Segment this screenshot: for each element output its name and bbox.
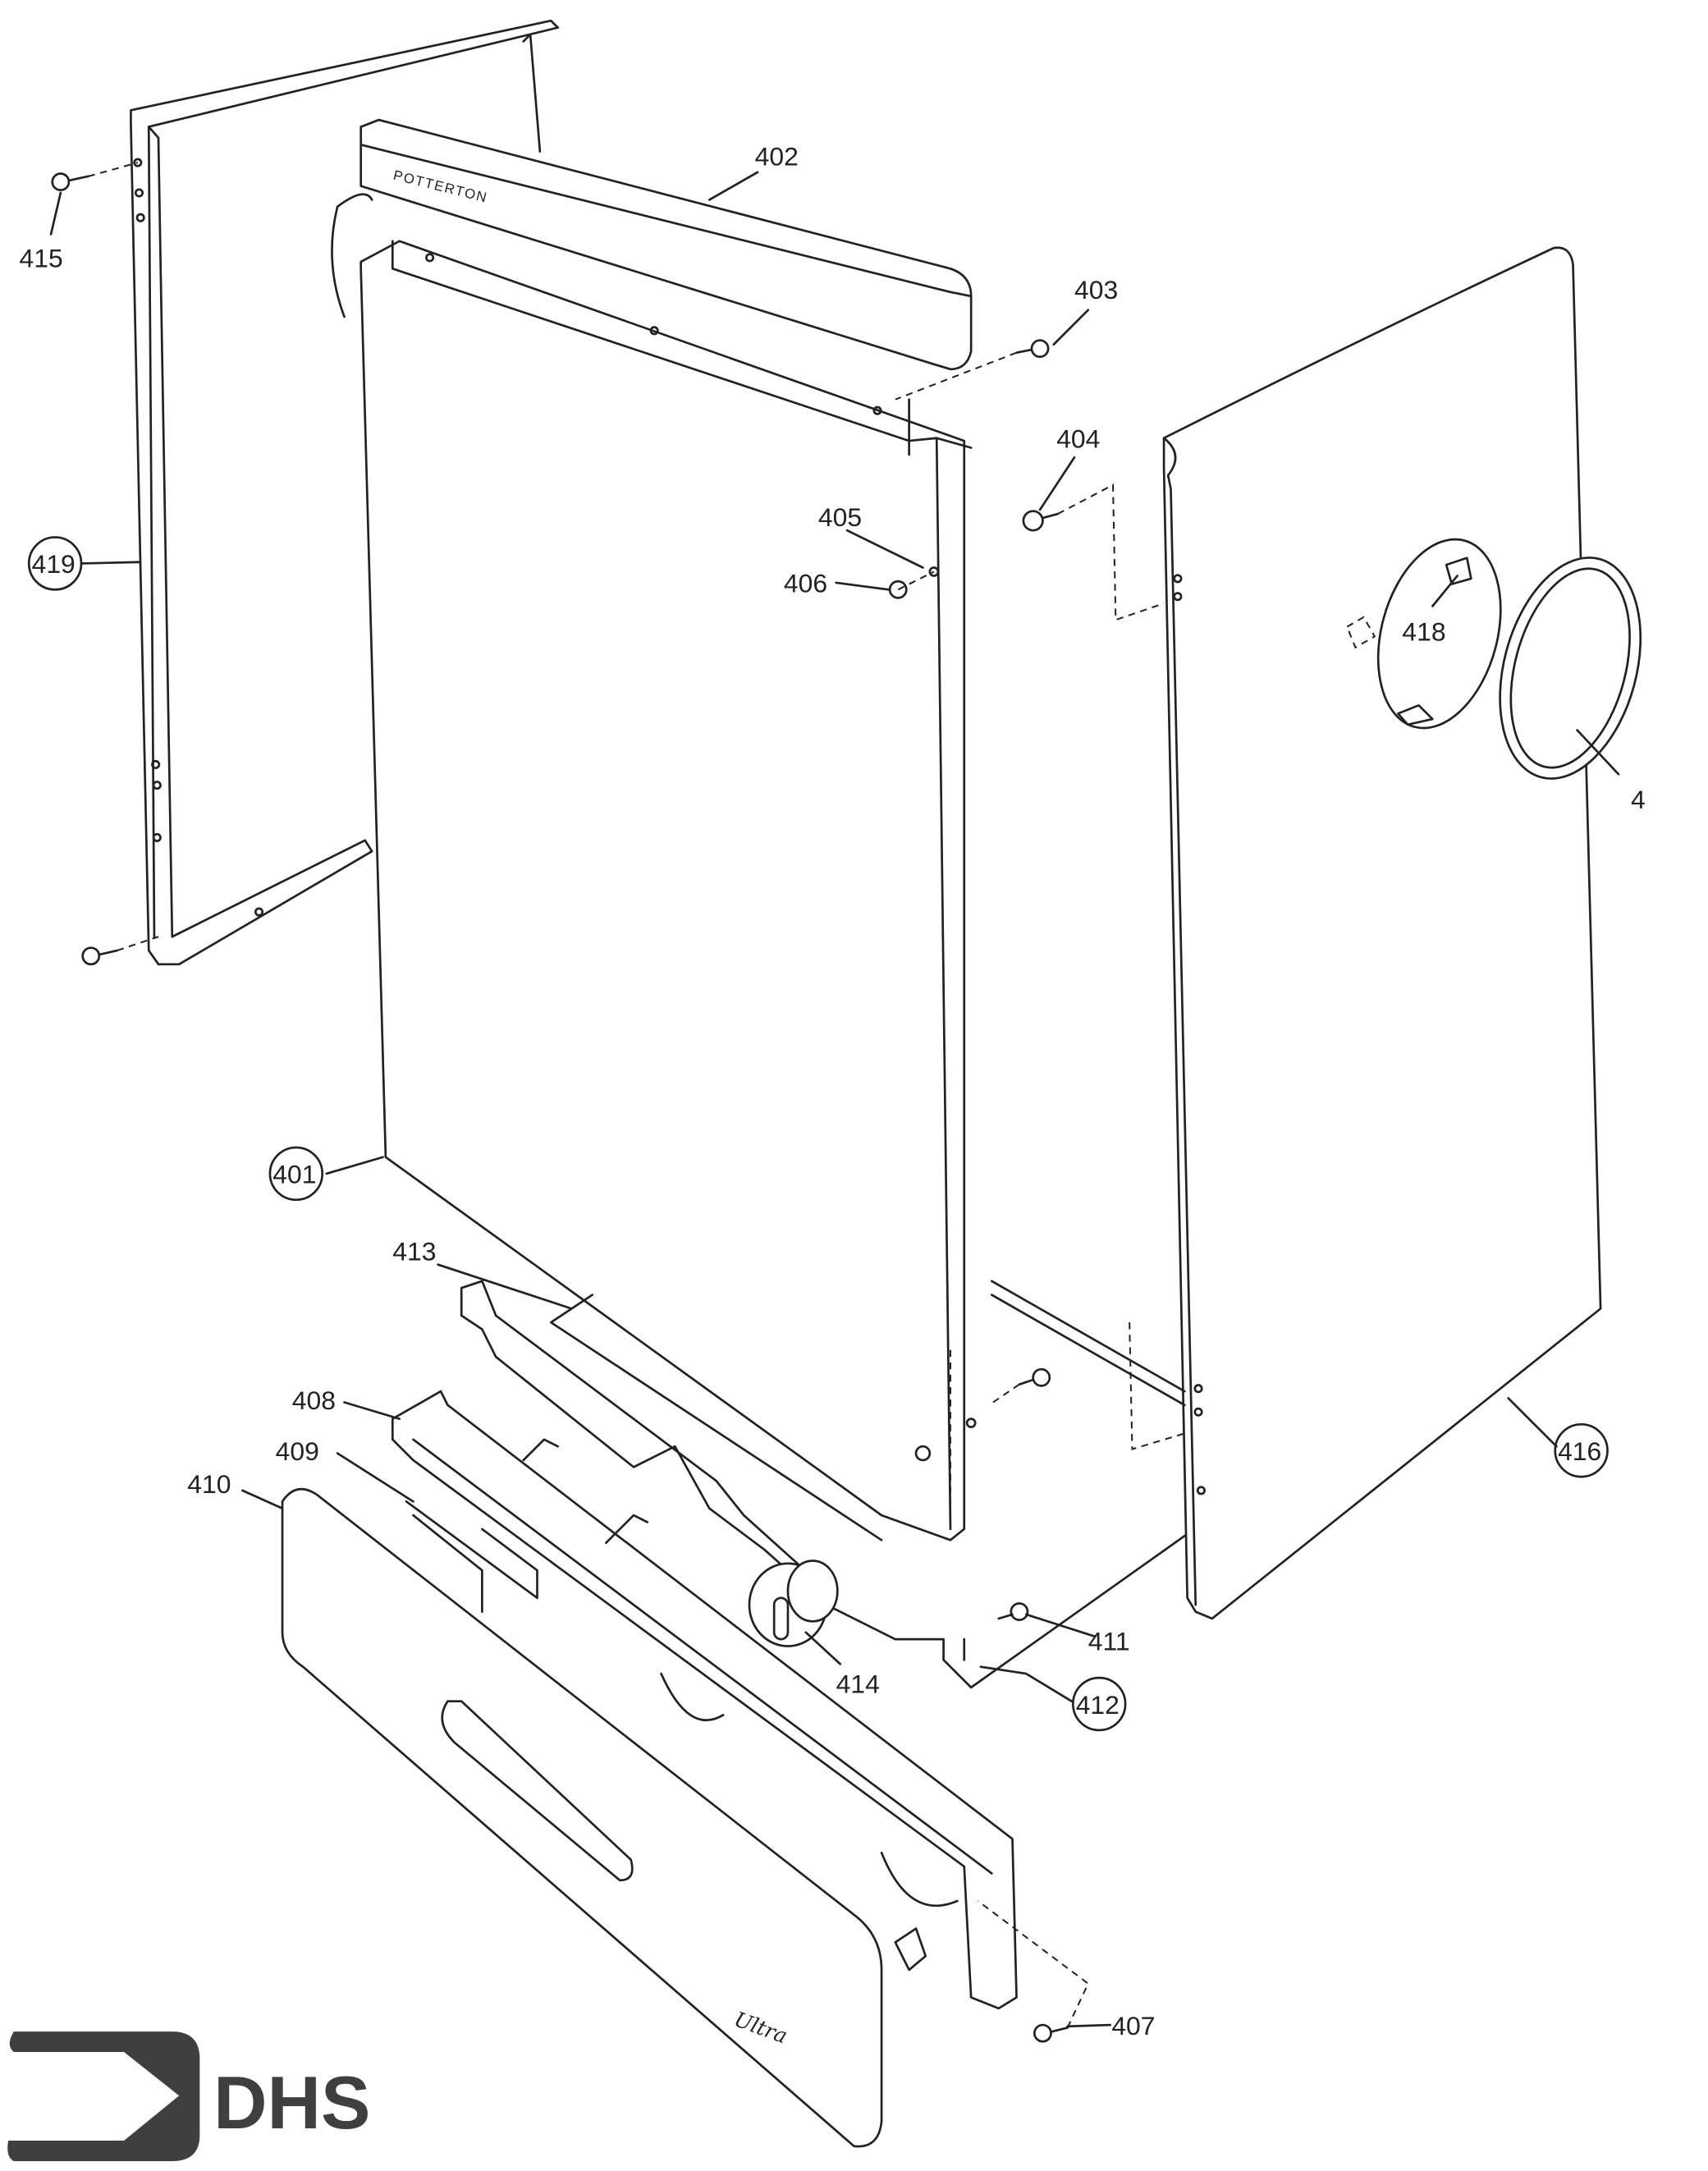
- label-407: 407: [1111, 2011, 1155, 2040]
- front-panel-401: [359, 240, 977, 1541]
- label-403: 403: [1074, 275, 1118, 305]
- label-408: 408: [292, 1386, 336, 1415]
- label-410: 410: [187, 1469, 231, 1499]
- label-404: 404: [1056, 424, 1100, 453]
- bracket-413: [460, 1280, 828, 1606]
- dhs-logo-text: DHS: [213, 2062, 370, 2145]
- leader-lines: [49, 171, 1620, 2028]
- label-413: 413: [392, 1237, 436, 1266]
- dhs-logo: DHS: [7, 2031, 370, 2161]
- label-402: 402: [755, 141, 799, 171]
- label-419: 419: [32, 549, 76, 579]
- label-405: 405: [818, 502, 862, 532]
- label-417-truncated: 4: [1631, 785, 1646, 814]
- front-cover-410: Ultra: [281, 1487, 927, 2148]
- part-labels: 402 403 404 405 406 415 419 418 4 401 41…: [19, 141, 1645, 2040]
- label-411: 411: [1088, 1627, 1130, 1656]
- label-409: 409: [276, 1436, 319, 1466]
- label-416: 416: [1558, 1436, 1601, 1466]
- label-412: 412: [1076, 1690, 1120, 1720]
- left-frame-419: [130, 19, 560, 966]
- bottom-bracket-408: [391, 1390, 1018, 2010]
- label-401: 401: [272, 1160, 316, 1189]
- right-panel-416: [1162, 246, 1642, 1620]
- fixing-lines: [88, 162, 1188, 2028]
- label-406: 406: [784, 569, 827, 598]
- label-414: 414: [836, 1669, 880, 1699]
- screws: [51, 172, 1069, 2043]
- base-tray-412: [811, 1280, 1186, 1689]
- label-415: 415: [19, 244, 62, 273]
- top-panel-402: POTTERTON: [331, 118, 973, 371]
- control-knob-414: [748, 1560, 839, 1647]
- label-418: 418: [1402, 616, 1445, 646]
